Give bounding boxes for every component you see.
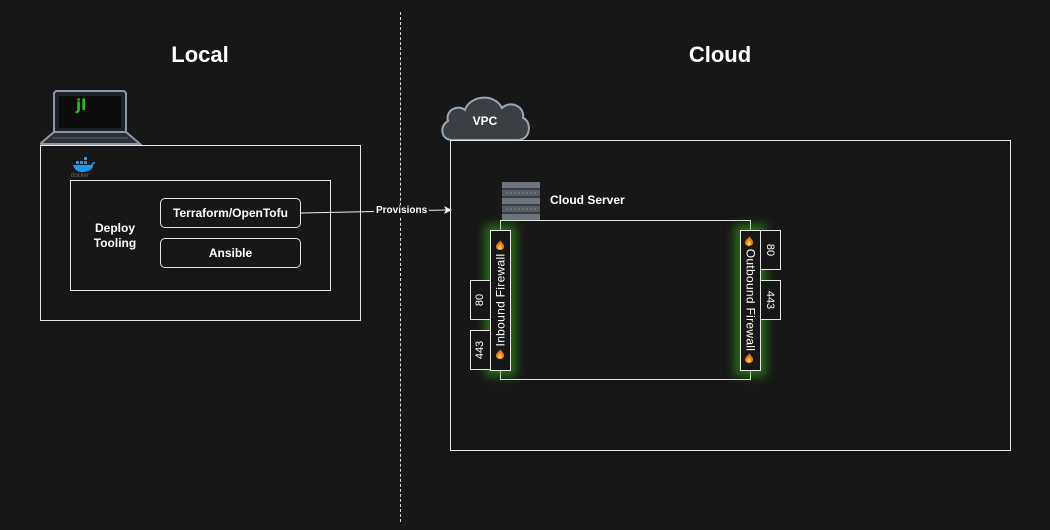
outbound-port-80: 80 xyxy=(760,230,781,270)
jupyter-logo-icon: jl xyxy=(76,96,87,114)
outbound-port-80-label: 80 xyxy=(764,243,777,257)
inbound-port-80-label: 80 xyxy=(474,293,487,307)
local-title: Local xyxy=(171,42,229,67)
flame-icon xyxy=(745,236,753,246)
cloud-server-label: Cloud Server xyxy=(550,193,625,207)
docker-wordmark: docker xyxy=(71,173,90,179)
outbound-port-443-label: 443 xyxy=(764,290,777,310)
inbound-firewall-label: Inbound Firewall xyxy=(493,253,508,347)
docker-container-box xyxy=(70,180,331,291)
inbound-port-443: 443 xyxy=(470,330,491,370)
local-machine-box xyxy=(40,145,361,321)
cloud-icon xyxy=(441,96,530,141)
local-cloud-divider xyxy=(400,12,401,522)
deploy-label-line1: Deploy xyxy=(94,221,135,235)
vpc-label: VPC xyxy=(472,114,498,128)
inbound-port-80: 80 xyxy=(470,280,491,320)
flame-icon xyxy=(496,240,504,250)
deploy-label-line2: Tooling xyxy=(93,236,137,250)
terraform-opentofu-button[interactable]: Terraform/OpenTofu xyxy=(160,198,301,228)
server-rack-icon xyxy=(502,182,540,220)
outbound-port-443: 443 xyxy=(760,280,781,320)
deploy-tooling-label: Deploy Tooling xyxy=(85,221,145,251)
laptop-icon xyxy=(40,90,143,145)
ansible-button[interactable]: Ansible xyxy=(160,238,301,268)
inbound-port-443-label: 443 xyxy=(474,340,487,360)
flame-icon xyxy=(745,353,753,363)
docker-logo-icon xyxy=(73,157,96,172)
cloud-title: Cloud xyxy=(688,42,752,67)
provisions-label: Provisions xyxy=(374,205,430,216)
vpc-box xyxy=(450,140,1011,451)
outbound-firewall-label: Outbound Firewall xyxy=(743,248,758,352)
cloud-server-box xyxy=(500,220,751,380)
flame-icon xyxy=(496,349,504,359)
